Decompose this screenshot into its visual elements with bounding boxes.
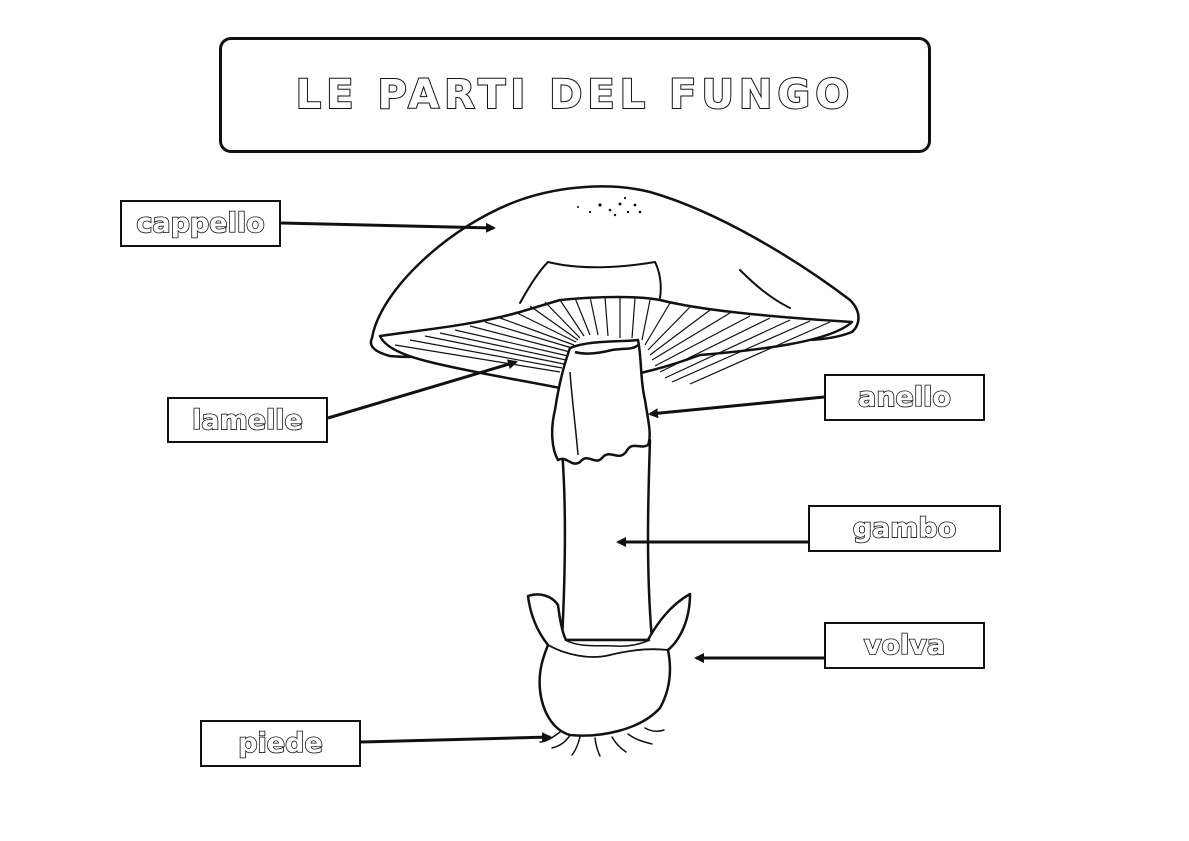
mushroom-base-roots <box>539 727 665 757</box>
label-lamelle: lamelle <box>167 397 328 443</box>
gill-lines <box>394 296 831 385</box>
label-piede: piede <box>200 720 361 767</box>
arrow-piede <box>360 732 552 744</box>
label-lamelle-text: lamelle <box>191 404 303 437</box>
label-gambo-text: gambo <box>852 512 957 545</box>
mushroom-ring <box>550 338 651 465</box>
label-cappello: cappello <box>120 200 281 247</box>
label-anello: anello <box>824 374 985 421</box>
arrow-cappello <box>280 221 496 233</box>
cap-speckles <box>577 196 642 217</box>
arrow-lamelle <box>327 359 518 420</box>
label-cappello-text: cappello <box>136 207 266 240</box>
label-gambo: gambo <box>808 505 1001 552</box>
label-volva: volva <box>824 622 985 669</box>
arrows <box>280 221 825 744</box>
label-piede-text: piede <box>237 727 323 760</box>
title-box: LE PARTI DEL FUNGO <box>219 37 931 153</box>
arrow-anello <box>648 395 825 419</box>
label-volva-text: volva <box>863 629 946 662</box>
mushroom-stem <box>560 438 654 642</box>
mushroom-volva <box>526 592 692 737</box>
page-title: LE PARTI DEL FUNGO <box>295 71 855 119</box>
label-anello-text: anello <box>857 381 951 414</box>
